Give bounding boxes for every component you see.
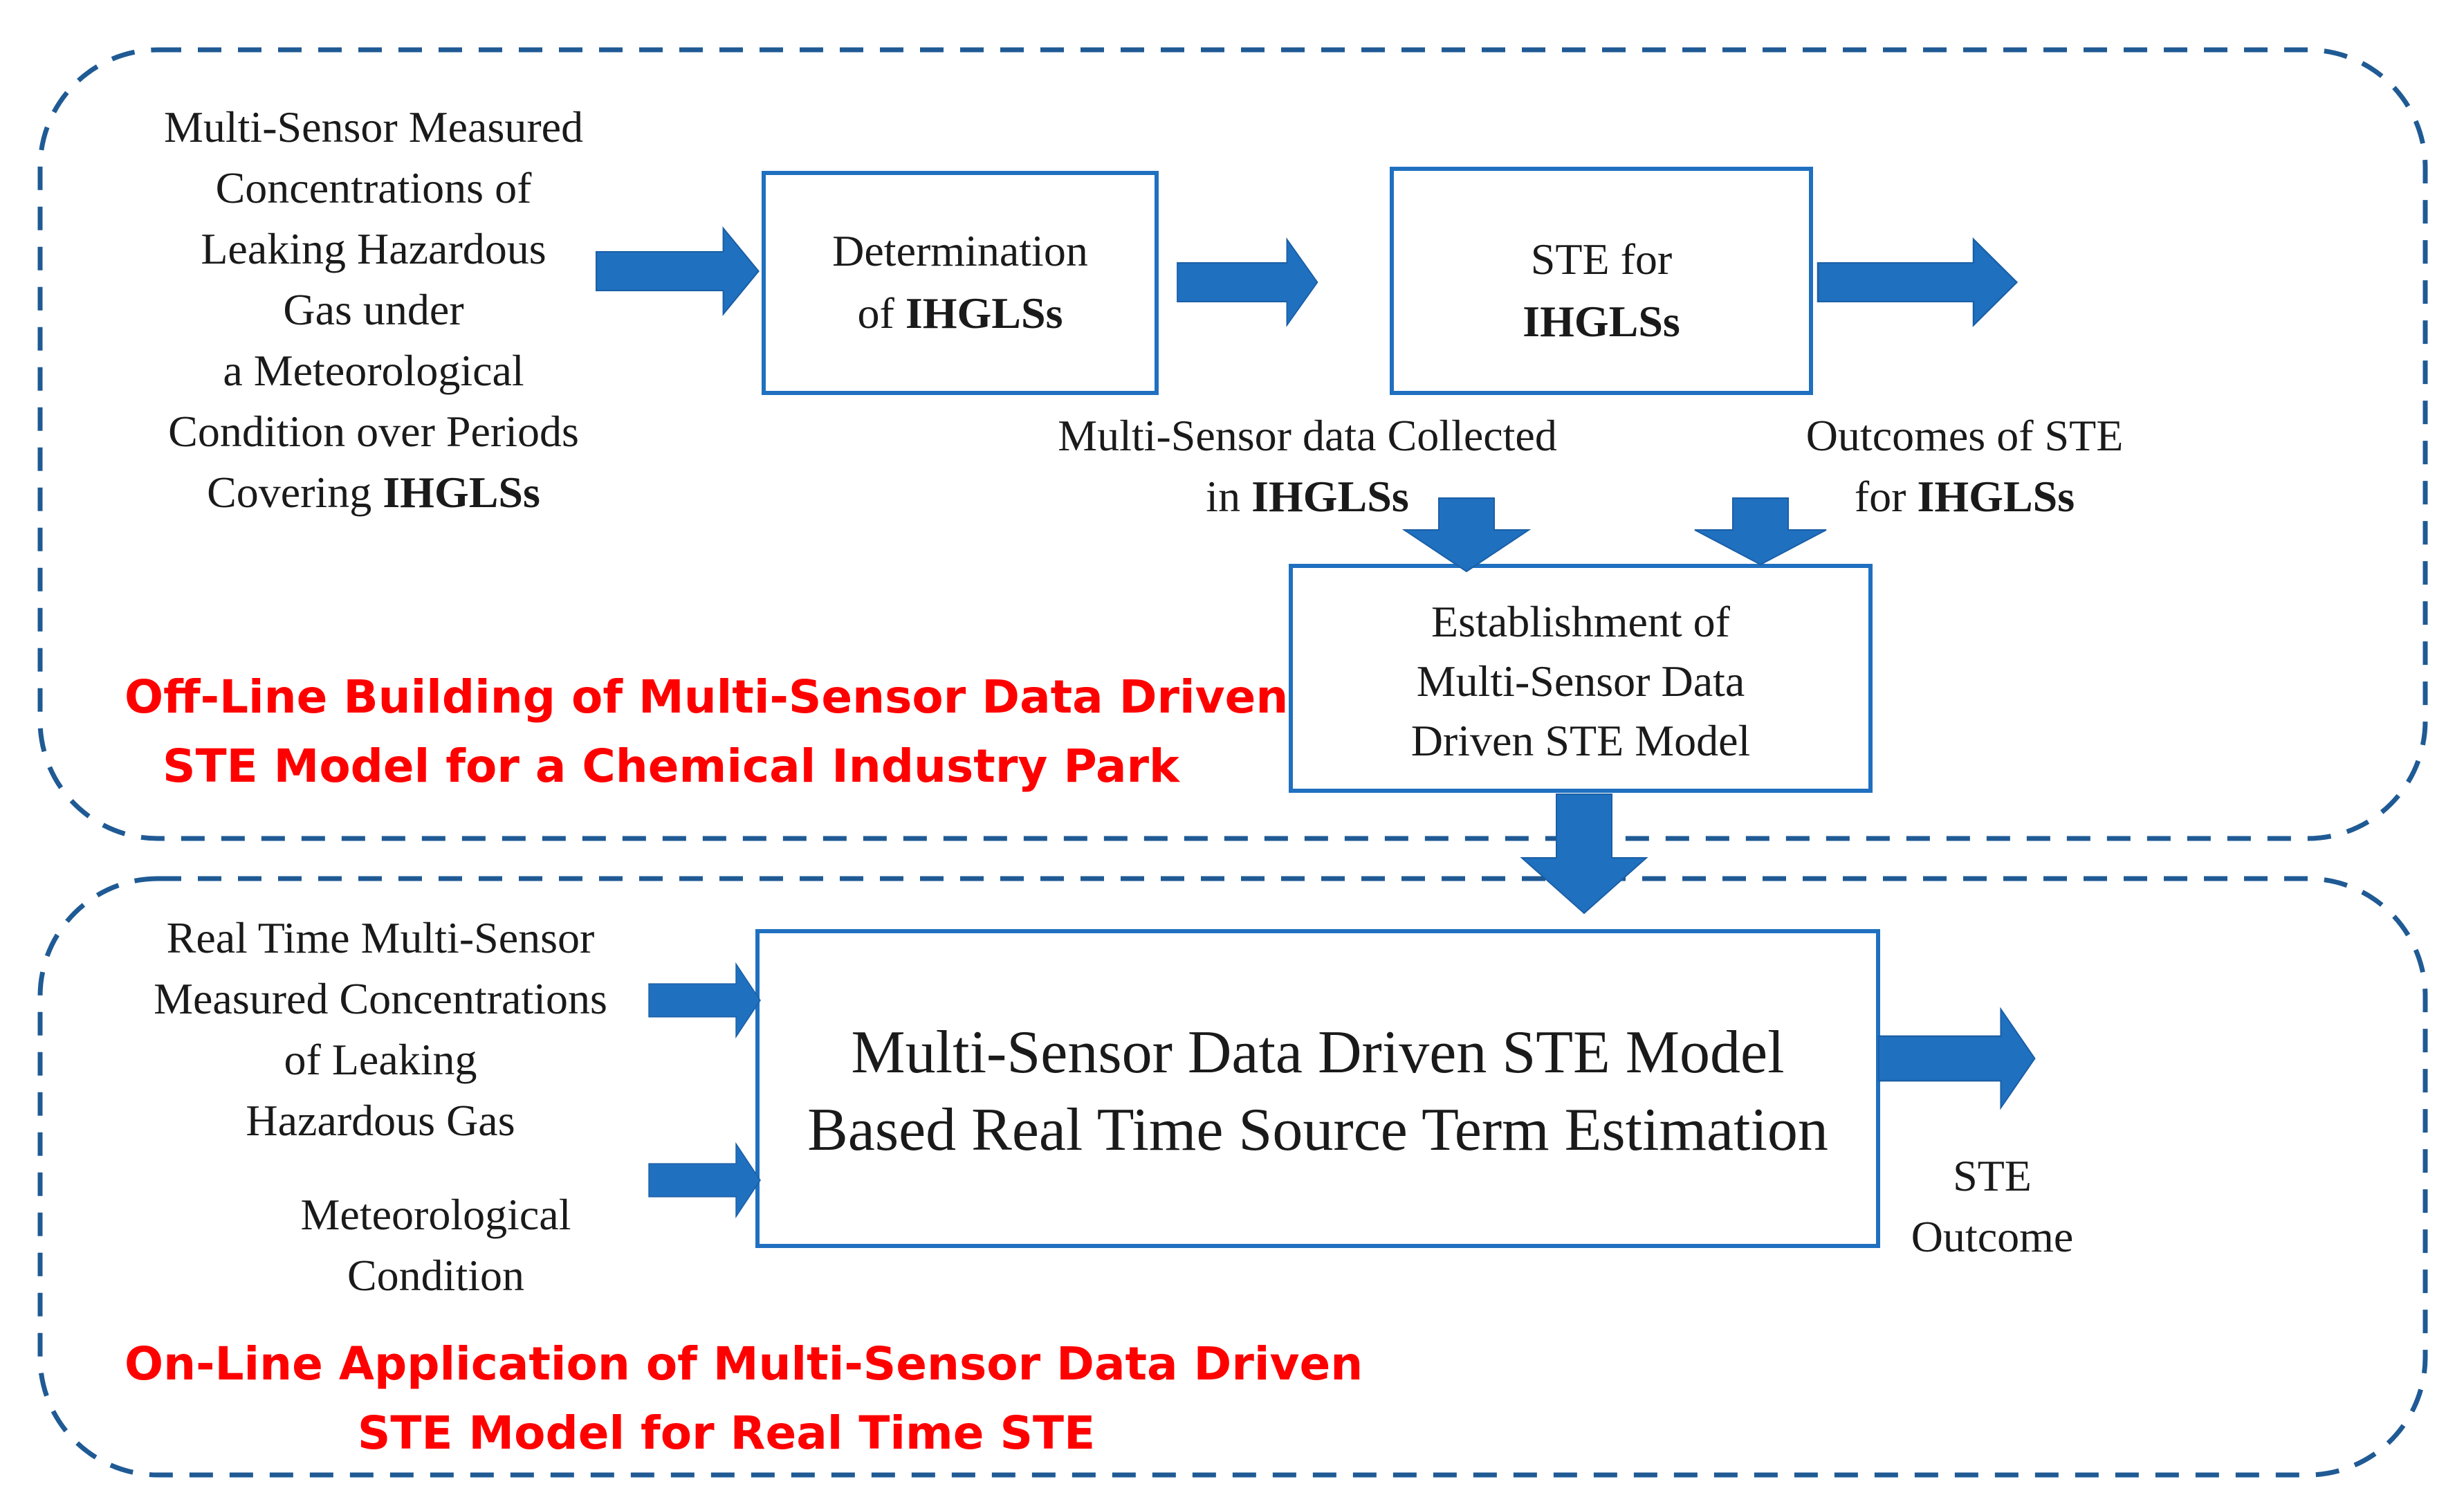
arrow-outcomes-down (1694, 497, 1827, 566)
arrow-ste-output (1817, 238, 2018, 327)
outcomes-line2-prefix: for (1854, 472, 1918, 521)
offline-input-line7: Covering IHGLSs (118, 462, 629, 523)
ste-box-line1: STE for (1530, 235, 1673, 284)
arrow-collected-down (1401, 497, 1532, 573)
offline-title-line2: STE Model for a Chemical Industry Park (163, 740, 1179, 793)
arrow-establishment-to-model (1520, 794, 1648, 915)
online-title-line1: On-Line Application of Multi-Sensor Data… (125, 1337, 1363, 1391)
establishment-line3: Driven STE Model (1410, 716, 1751, 765)
outcomes-label: Outcomes of STE for IHGLSs (1743, 405, 2186, 527)
model-line2: Based Real Time Source Term Estimation (807, 1097, 1828, 1164)
establishment-line2: Multi-Sensor Data (1416, 657, 1745, 706)
online-conc-line4: Hazardous Gas (246, 1096, 515, 1145)
outcomes-line2-bold: IHGLSs (1917, 472, 2075, 521)
online-title-line2: STE Model for Real Time STE (357, 1406, 1096, 1460)
online-met-line2: Condition (347, 1251, 525, 1300)
offline-input-line6: Condition over Periods (168, 407, 579, 456)
offline-input-line4: Gas under (283, 285, 464, 334)
offline-input-line5: a Meteorological (223, 346, 524, 395)
model-box-text: Multi-Sensor Data Driven STE Model Based… (762, 1014, 1874, 1169)
model-box (755, 929, 1880, 1248)
online-met-line1: Meteorological (300, 1190, 571, 1239)
collected-line2: in IHGLSs (982, 466, 1633, 527)
offline-section-border (37, 47, 2428, 841)
online-conc-line2: Measured Concentrations (154, 974, 607, 1023)
ste-box (1390, 167, 1813, 395)
determination-line1: Determination (832, 226, 1088, 275)
arrow-meteorological-to-model (648, 1143, 761, 1218)
online-output-line2: Outcome (1911, 1212, 2074, 1261)
offline-input-line2: Concentrations of (215, 163, 532, 212)
arrow-concentrations-to-model (648, 963, 761, 1038)
offline-section-title: Off-Line Building of Multi-Sensor Data D… (125, 663, 1289, 801)
model-line1: Multi-Sensor Data Driven STE Model (851, 1019, 1785, 1086)
collected-line2-bold: IHGLSs (1251, 472, 1409, 521)
outcomes-line1: Outcomes of STE (1805, 411, 2124, 460)
online-section-border (37, 876, 2428, 1478)
outcomes-line2: for IHGLSs (1743, 466, 2186, 527)
establishment-box-text: Establishment of Multi-Sensor Data Drive… (1295, 592, 1866, 771)
online-conc-line3: of Leaking (284, 1035, 477, 1084)
collected-label: Multi-Sensor data Collected in IHGLSs (982, 405, 1633, 527)
online-meteorological-label: Meteorological Condition (242, 1184, 629, 1306)
offline-input-line7-prefix: Covering (207, 468, 383, 517)
online-output-label: STE Outcome (1868, 1146, 2117, 1267)
online-conc-line1: Real Time Multi-Sensor (166, 913, 595, 962)
determination-line2: of IHGLSs (768, 282, 1152, 345)
offline-input-line7-bold: IHGLSs (383, 468, 540, 517)
determination-box (762, 171, 1159, 395)
ste-box-line2: IHGLSs (1523, 297, 1680, 346)
determination-box-text: Determination of IHGLSs (768, 220, 1152, 345)
collected-line1: Multi-Sensor data Collected (1058, 411, 1557, 460)
offline-input-line3: Leaking Hazardous (201, 224, 546, 273)
determination-line2-prefix: of (857, 288, 905, 338)
online-section-title: On-Line Application of Multi-Sensor Data… (125, 1330, 1363, 1468)
offline-input-label: Multi-Sensor Measured Concentrations of … (118, 97, 629, 523)
determination-line2-bold: IHGLSs (905, 288, 1063, 338)
arrow-determination-to-ste (1177, 239, 1318, 326)
establishment-line1: Establishment of (1431, 597, 1730, 646)
collected-line2-prefix: in (1206, 472, 1252, 521)
arrow-model-output (1877, 1008, 2036, 1109)
online-output-line1: STE (1953, 1151, 2032, 1200)
establishment-box (1289, 564, 1873, 793)
online-concentrations-label: Real Time Multi-Sensor Measured Concentr… (104, 908, 657, 1151)
offline-input-line1: Multi-Sensor Measured (163, 102, 584, 152)
offline-title-line1: Off-Line Building of Multi-Sensor Data D… (125, 670, 1289, 724)
ste-box-text: STE for IHGLSs (1396, 228, 1807, 353)
